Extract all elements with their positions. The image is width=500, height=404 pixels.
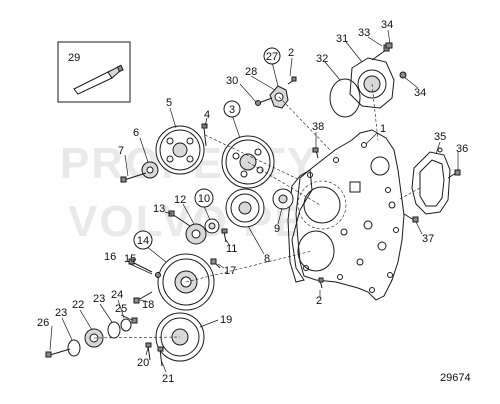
part-label-4: 4: [204, 109, 210, 121]
round-cover: [349, 57, 395, 109]
bolt-17: [210, 258, 221, 269]
bolt-26: [45, 348, 71, 358]
part-label-22: 22: [72, 299, 84, 311]
part-label-18: 18: [142, 299, 154, 311]
part-label-15: 15: [124, 253, 136, 265]
side-cover: [411, 147, 451, 215]
nut-34-right: [399, 71, 407, 79]
leader-lines: [49, 29, 459, 373]
part-label-11: 11: [226, 243, 237, 255]
bolt-4: [201, 123, 208, 147]
idler-bearing: [272, 188, 294, 210]
part-label-5: 5: [166, 97, 172, 109]
idler-gear: [225, 188, 265, 228]
bolt-7: [120, 172, 147, 183]
timing-cover-plate: [295, 129, 405, 301]
part-label-29: 29: [68, 52, 80, 64]
part-label-7: 7: [118, 145, 124, 157]
part-label-6: 6: [133, 127, 139, 139]
drawing-number: 29674: [440, 372, 471, 384]
part-label-1: 1: [380, 123, 386, 135]
part-labels: 1 2 2 4 5 6 7 8 9 11 12 13 15 16 17 18 1…: [37, 19, 468, 385]
seal-24: [120, 318, 132, 332]
bolt-11: [221, 228, 228, 243]
part-label-35: 35: [434, 131, 446, 143]
part-label-23-right: 23: [93, 293, 105, 305]
svg-text:10: 10: [198, 193, 210, 205]
part-label-16: 16: [104, 251, 116, 263]
stud-38: [312, 147, 319, 159]
small-idler-gear: [185, 223, 207, 245]
part-label-28: 28: [245, 66, 257, 78]
bolt-2-lower: [318, 277, 324, 289]
svg-text:27: 27: [266, 51, 278, 63]
bolt-21: [157, 346, 164, 367]
part-label-12: 12: [174, 194, 186, 206]
circled-label-3: 3: [223, 100, 241, 118]
svg-text:3: 3: [229, 104, 235, 116]
alignment-lines: [93, 83, 421, 339]
sealant-inset: 29: [57, 41, 131, 103]
circled-label-27: 27: [263, 47, 281, 65]
cover-gasket: [287, 169, 313, 283]
part-label-37: 37: [422, 233, 434, 245]
part-label-8: 8: [264, 253, 270, 265]
sealant-tube-icon: [73, 64, 124, 95]
dowel-16: [128, 258, 153, 273]
part-label-23-left: 23: [55, 307, 67, 319]
part-label-13: 13: [153, 203, 165, 215]
part-label-21: 21: [162, 373, 174, 385]
part-label-38: 38: [312, 121, 324, 133]
nut-34-top: [385, 42, 393, 49]
tensioner-assembly: [255, 76, 297, 109]
bolt-36: [447, 169, 461, 179]
bolt-20: [145, 342, 152, 361]
part-label-30: 30: [226, 75, 238, 87]
washer-23-front: [67, 339, 81, 357]
part-label-34-right: 34: [414, 87, 426, 99]
pump-gear: [155, 125, 205, 175]
pin-15: [155, 272, 161, 278]
part-label-24: 24: [111, 289, 123, 301]
part-label-33: 33: [358, 27, 370, 39]
part-label-34-top: 34: [381, 19, 393, 31]
part-label-36: 36: [456, 143, 468, 155]
part-label-19: 19: [220, 314, 232, 326]
o-ring: [329, 78, 361, 118]
bolt-37: [403, 213, 419, 223]
part-label-9: 9: [274, 223, 280, 235]
idler-hub: [204, 218, 220, 234]
part-label-17: 17: [224, 265, 236, 277]
part-label-31: 31: [336, 33, 348, 45]
part-label-32: 32: [316, 53, 328, 65]
washer-23-rear: [107, 321, 121, 339]
circled-label-14: 14: [133, 230, 153, 250]
nut-25: [131, 317, 138, 324]
part-label-25: 25: [115, 303, 127, 315]
part-label-26: 26: [37, 317, 49, 329]
gear-hub: [141, 161, 159, 179]
part-label-2-top: 2: [288, 47, 294, 59]
part-label-2-bottom: 2: [316, 295, 322, 307]
part-label-20: 20: [137, 357, 149, 369]
svg-text:14: 14: [137, 235, 149, 247]
bolt-18: [133, 291, 153, 304]
circled-label-10: 10: [194, 188, 214, 208]
